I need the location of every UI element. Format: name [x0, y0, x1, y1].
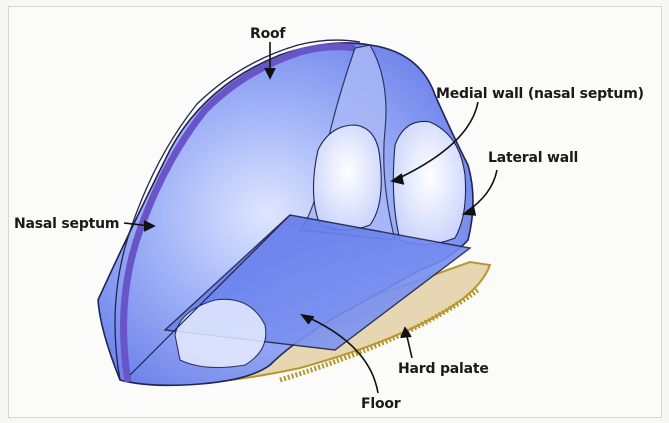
- hard-palate-label: Hard palate: [398, 361, 489, 377]
- nasal-septum-label: Nasal septum: [14, 216, 119, 232]
- medial-wall-window: [313, 125, 381, 230]
- roof-label: Roof: [250, 26, 285, 42]
- medial-wall-label: Medial wall (nasal septum): [436, 86, 644, 102]
- floor-label: Floor: [361, 396, 401, 412]
- lateral-wall-label: Lateral wall: [488, 150, 578, 166]
